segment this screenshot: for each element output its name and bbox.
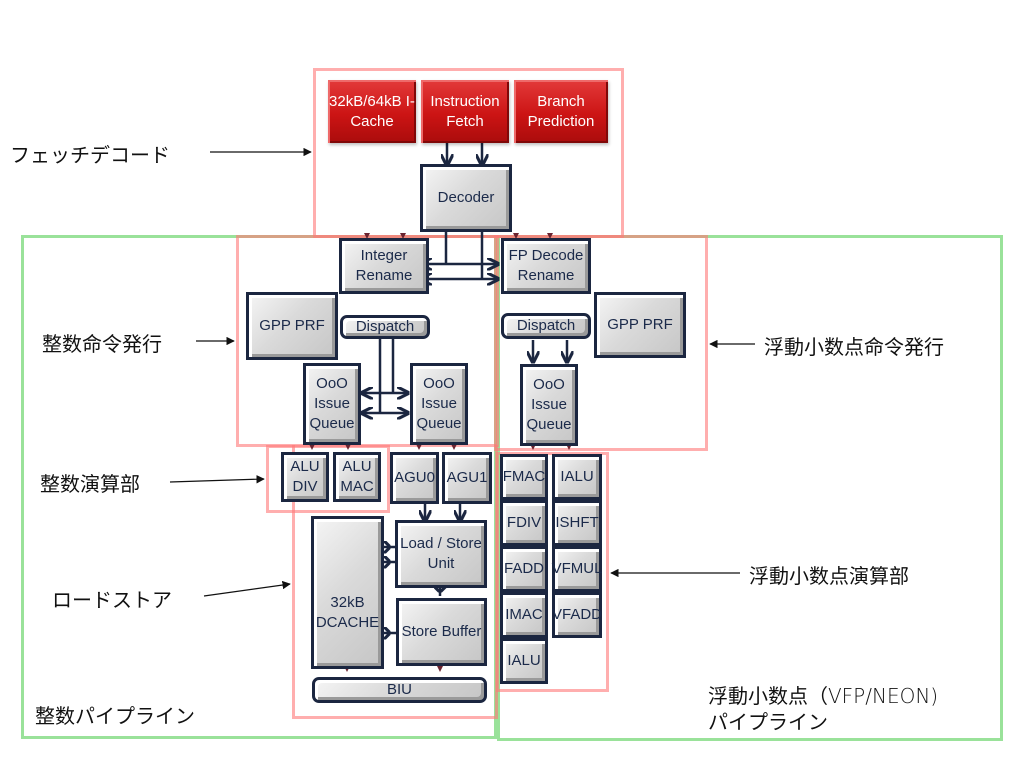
fp-exec-vfadd: VFADD <box>552 592 602 638</box>
dcache-block: 32kB DCACHE <box>311 516 384 669</box>
branch-prediction-block: Branch Prediction <box>514 80 608 143</box>
fetch-decode-label: フェッチデコード <box>10 143 170 167</box>
fp-issue-label: 浮動小数点命令発行 <box>764 335 944 359</box>
fp-exec-ialu-0: IALU <box>500 638 548 684</box>
fp-pipeline-label-line2: パイプライン <box>708 710 828 734</box>
biu-block: BIU <box>312 677 487 703</box>
integer-issue-label: 整数命令発行 <box>42 332 162 356</box>
fp-decode-rename-block: FP Decode Rename <box>501 238 591 294</box>
fp-issue-queue: OoO Issue Queue <box>520 364 578 446</box>
decoder-block: Decoder <box>420 164 512 232</box>
integer-issue-queue-0: OoO Issue Queue <box>303 363 361 445</box>
fp-issue-region <box>494 235 708 451</box>
fp-exec-region <box>496 452 609 692</box>
load-store-label: ロードストア <box>52 588 172 612</box>
integer-issue-queue-1: OoO Issue Queue <box>410 363 468 445</box>
fp-pipeline-label-line1: 浮動小数点（VFP/NEON) <box>708 684 939 708</box>
fp-exec-fdiv: FDIV <box>500 500 548 546</box>
fp-exec-label: 浮動小数点演算部 <box>749 564 909 588</box>
fp-exec-fadd: FADD <box>500 546 548 592</box>
fp-exec-fmac: FMAC <box>500 454 548 500</box>
load-store-pointer <box>203 580 291 597</box>
integer-pipeline-label: 整数パイプライン <box>35 704 195 728</box>
agu0-block: AGU0 <box>390 452 439 504</box>
integer-exec-pointer <box>169 475 265 484</box>
fp-dispatch-block: Dispatch <box>501 313 591 339</box>
integer-rename-block: Integer Rename <box>339 238 429 294</box>
fp-exec-vfmul: VFMUL <box>552 546 602 592</box>
agu1-block: AGU1 <box>442 452 492 504</box>
integer-exec-region <box>266 445 390 513</box>
integer-gpp-prf-block: GPP PRF <box>246 292 338 360</box>
integer-dispatch-block: Dispatch <box>340 315 430 339</box>
integer-exec-label: 整数演算部 <box>40 472 140 496</box>
fp-exec-ishft: ISHFT <box>552 500 602 546</box>
icache-block: 32kB/64kB I-Cache <box>328 80 416 143</box>
alu-div-block: ALU DIV <box>281 452 329 502</box>
load-store-unit-block: Load / Store Unit <box>395 520 487 588</box>
fp-exec-ialu-1: IALU <box>552 454 602 500</box>
alu-mac-block: ALU MAC <box>333 452 381 502</box>
fp-exec-imac: IMAC <box>500 592 548 638</box>
instruction-fetch-block: Instruction Fetch <box>421 80 509 143</box>
fp-gpp-prf-block: GPP PRF <box>594 292 686 358</box>
store-buffer-block: Store Buffer <box>396 598 487 666</box>
